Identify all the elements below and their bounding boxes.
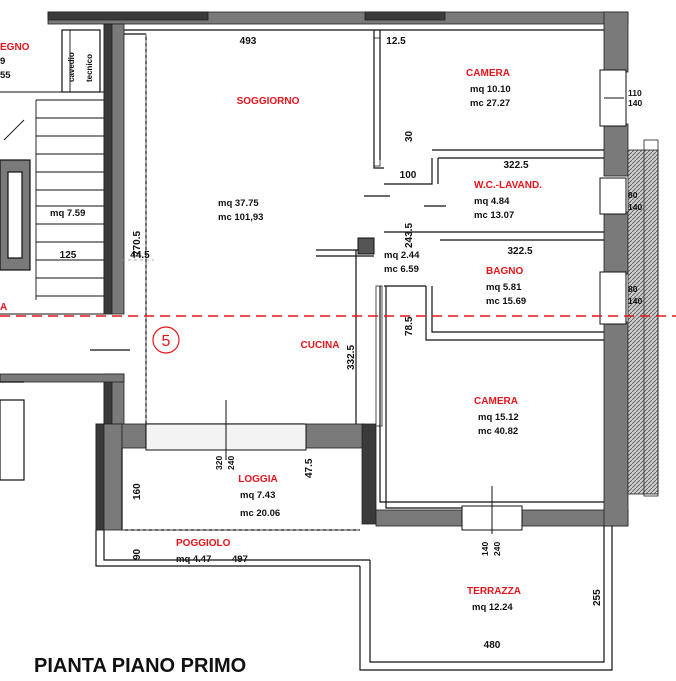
dim-497: 497 xyxy=(232,554,248,565)
dim-30: 30 xyxy=(404,130,415,142)
wall-right-upper xyxy=(603,11,629,73)
dim-12-5: 12.5 xyxy=(386,36,406,47)
room-labels: SOGGIORNO mq 37.75 mc 101,93 CAMERA mq 1… xyxy=(0,42,542,613)
left-value-1: 9 xyxy=(0,56,5,67)
dim-160: 160 xyxy=(132,483,143,500)
room-camera2-name: CAMERA xyxy=(474,396,518,407)
room-camera1-name: CAMERA xyxy=(466,68,510,79)
room-wc-mq: mq 4.84 xyxy=(474,196,510,207)
dim-493: 493 xyxy=(240,36,257,47)
plan-title: PIANTA PIANO PRIMO xyxy=(34,655,246,677)
dim-320: 320 xyxy=(214,456,224,470)
room-disimpegno-mc: mc 6.59 xyxy=(384,264,419,275)
walls xyxy=(0,11,629,531)
room-loggia-mc: mc 20.06 xyxy=(240,508,280,519)
dim-80b: 80 xyxy=(628,284,638,294)
left-room-fragment: EGNO xyxy=(0,42,30,53)
cavedio-label-2: tecnico xyxy=(85,54,94,82)
dimensions: 493 12.5 30 100 322.5 322.5 243.5 770.5 … xyxy=(60,36,643,651)
cavedio-label-1: cavedio xyxy=(67,52,76,82)
room-loggia-mq: mq 7.43 xyxy=(240,490,275,501)
room-loggia-name: LOGGIA xyxy=(238,474,277,485)
dim-243-5: 243.5 xyxy=(404,223,415,248)
dim-90: 90 xyxy=(132,548,143,560)
dim-322-5a: 322.5 xyxy=(503,160,528,171)
section-label-left: A xyxy=(0,302,7,313)
dim-78-5: 78.5 xyxy=(404,316,415,336)
section-marker xyxy=(152,326,180,354)
room-terrazza-mq: mq 12.24 xyxy=(472,602,513,613)
facade-strip xyxy=(627,149,659,495)
room-bagno-name: BAGNO xyxy=(486,266,523,277)
dim-125: 125 xyxy=(60,250,77,261)
dim-140c: 140 xyxy=(628,296,642,306)
room-terrazza-name: TERRAZZA xyxy=(467,586,521,597)
dim-140b: 140 xyxy=(628,202,642,212)
dim-770-5: 770.5 xyxy=(132,231,143,256)
room-cucina-name: CUCINA xyxy=(301,340,340,351)
room-wc-name: W.C.-LAVAND. xyxy=(474,180,542,191)
windows xyxy=(145,69,627,534)
room-disimpegno-mq: mq 2.44 xyxy=(384,250,420,261)
dim-332-5: 332.5 xyxy=(346,345,357,370)
dim-110: 110 xyxy=(628,88,642,98)
room-bagno-mq: mq 5.81 xyxy=(486,282,522,293)
dim-140a: 140 xyxy=(628,98,642,108)
dim-44-5: 44.5 xyxy=(130,250,150,261)
dim-80a: 80 xyxy=(628,190,638,200)
dim-100: 100 xyxy=(400,170,417,181)
room-stair-mq: mq 7.59 xyxy=(50,208,85,219)
dim-140d: 140 xyxy=(480,542,490,556)
room-bagno-mc: mc 15.69 xyxy=(486,296,526,307)
dim-255: 255 xyxy=(592,589,603,606)
room-camera1-mq: mq 10.10 xyxy=(470,84,511,95)
dim-240b: 240 xyxy=(492,542,502,556)
left-value-2: 55 xyxy=(0,70,11,81)
dim-240a: 240 xyxy=(226,456,236,470)
dim-322-5b: 322.5 xyxy=(507,246,532,257)
room-camera2-mc: mc 40.82 xyxy=(478,426,518,437)
room-soggiorno-mq: mq 37.75 xyxy=(218,198,259,209)
room-soggiorno-mc: mc 101,93 xyxy=(218,212,263,223)
room-soggiorno-name: SOGGIORNO xyxy=(237,96,300,107)
dim-47-5: 47.5 xyxy=(304,458,315,478)
room-poggiolo-mq: mq 4.47 xyxy=(176,554,211,565)
room-camera2-mq: mq 15.12 xyxy=(478,412,519,423)
room-camera1-mc: mc 27.27 xyxy=(470,98,510,109)
room-wc-mc: mc 13.07 xyxy=(474,210,514,221)
room-poggiolo-name: POGGIOLO xyxy=(176,538,231,549)
dim-480: 480 xyxy=(484,640,501,651)
section-marker-label: 5 xyxy=(162,333,171,350)
